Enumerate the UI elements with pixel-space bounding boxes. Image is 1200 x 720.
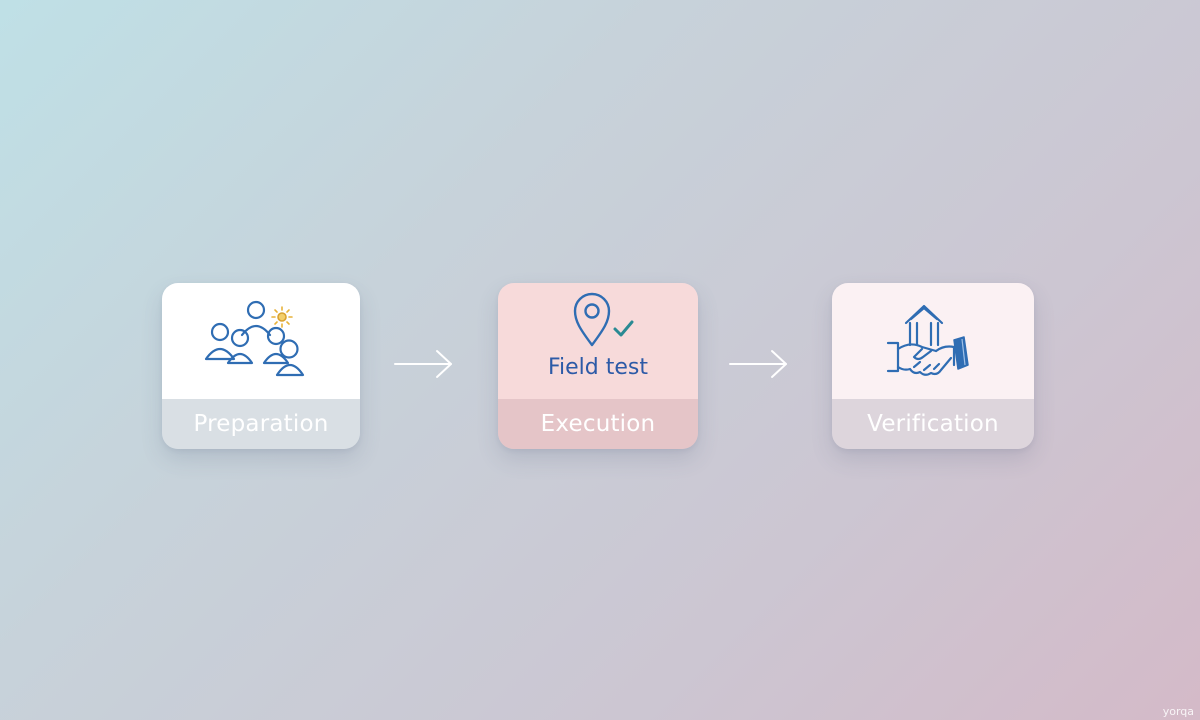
stage-label-execution: Execution (540, 411, 656, 437)
stage-card-icon-area (162, 283, 360, 399)
arrow-right-icon (729, 350, 787, 378)
stage-card-icon-area: Field test (498, 283, 698, 399)
check-icon (613, 320, 634, 337)
stage-card-preparation: Preparation (162, 283, 360, 449)
location-pin-check-icon (573, 292, 634, 347)
stage-card-verification: Verification (832, 283, 1034, 449)
stage-label-bar: Verification (832, 399, 1034, 449)
spark-icon (271, 306, 293, 328)
stage-caption-field-test: Field test (547, 355, 649, 380)
arrow-right-icon (394, 350, 452, 378)
people-group-icon (204, 300, 305, 377)
stage-label-verification: Verification (867, 411, 999, 437)
watermark-text: yorqa (1162, 705, 1194, 718)
stage-label-bar: Execution (498, 399, 698, 449)
stage-label-preparation: Preparation (193, 411, 329, 437)
stage-card-icon-area (832, 283, 1034, 399)
stage-card-execution: Field test Execution (498, 283, 698, 449)
stage-label-bar: Preparation (162, 399, 360, 449)
handshake-building-icon (886, 304, 969, 376)
